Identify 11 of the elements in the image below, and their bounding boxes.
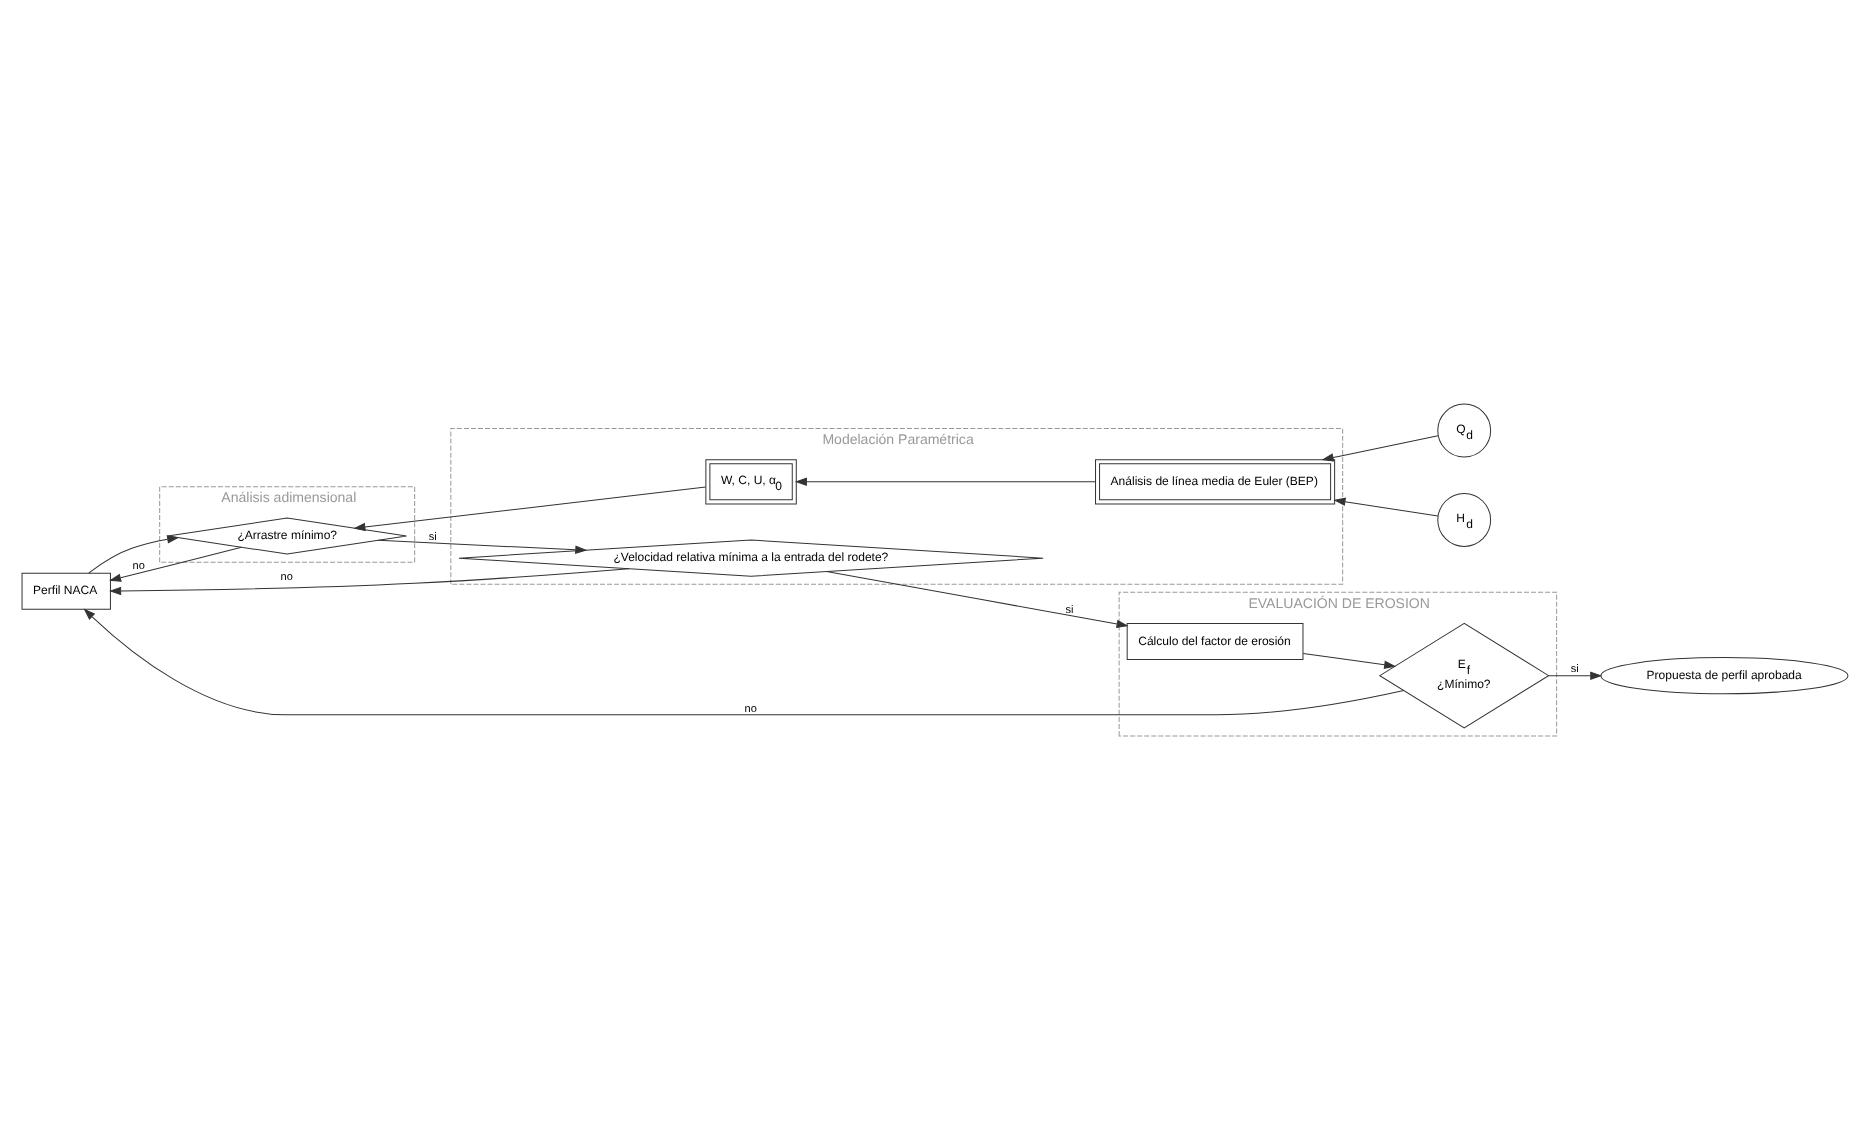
arrow (110, 568, 630, 595)
arrow (354, 486, 707, 532)
arrow (1322, 435, 1439, 462)
arrow (1548, 671, 1602, 680)
arrow (1302, 653, 1396, 669)
arrow (795, 477, 1096, 486)
arrow (377, 539, 587, 554)
arrow (88, 535, 179, 574)
arrow (84, 609, 1405, 716)
arrow (1334, 497, 1439, 517)
arrow (110, 546, 242, 582)
